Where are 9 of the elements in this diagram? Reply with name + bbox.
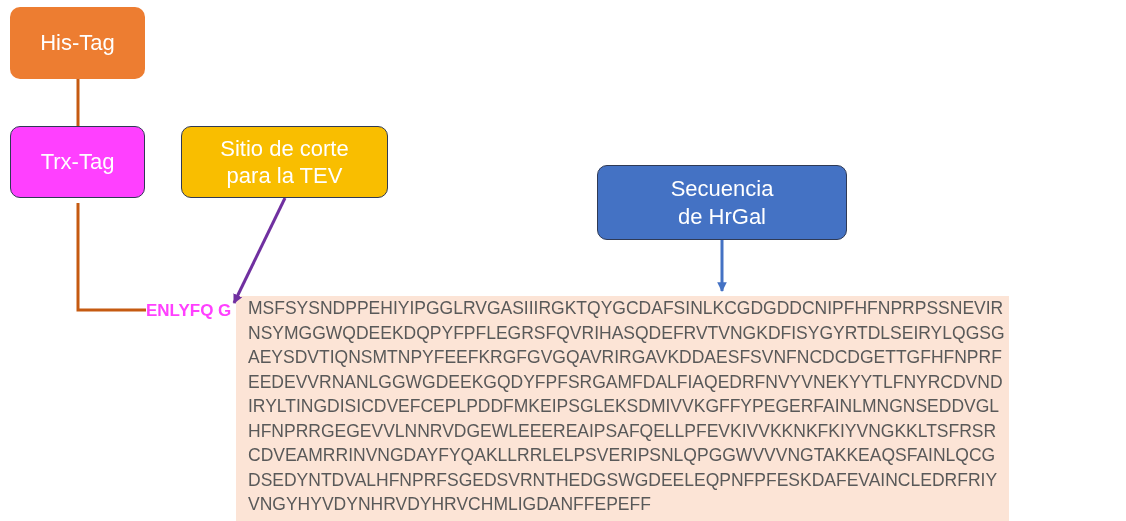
callout-box: Sitio de corte para la TEV: [181, 126, 388, 198]
connector-line: [76, 79, 80, 126]
arrow: [232, 197, 287, 304]
tag-box: His-Tag: [10, 7, 145, 79]
sequence-panel: MSFSYSNDPPEHIYIPGGLRVGASIIIRGKTQYGCDAFSINLKCGDGDDCNIPFHFNPRPSSNEVIR NSYMGGWQDEEKDQPYFPFLEGRSFQVRIHASQDEFRVTVNGKDFISYGYRTDLSEIRYLQGSG AEYSDVTIQNSMTNPYFEEFKRGFGVGQAVRIRGAVKDDAESFSVNFNCDCDGETTGFHFNPRF EEDEVVRNANLGGWGDEEKGQDYFPFSRGAMFDALFIAQEDRFNVYVNEKYYTLFNYRCDVND IRYLTINGDISICDVEFCEPLPDDFMKEIPSGLEKSDMIVVKGFFYPEGERFAINLMNGNSEDDVGL HFNPRRGEGEVVLNNRVDGEWLEEEREAIPSAFQELLPFEVKIVVKKNKFKIYVNGKKLTSFRSR CDVEAMRRINVNGDAYFYQAKLLRRLELPSVERIPSNLQPGGWVVVNGTAKKEAQSFAINLQCG DSEDYNTDVALHFNPRFSGEDSVRNTHEDGSWGDEELEQPNFPFESKDAFEVAINCLEDRFRIY VNGYHYVDYNHRVDYHRVCHMLIGDANFFEPEFF: [236, 296, 1009, 521]
heading-box: Secuencia de HrGal: [597, 165, 847, 240]
tag-box: Trx-Tag: [10, 126, 145, 198]
connector-line: [76, 203, 146, 312]
arrow: [717, 240, 727, 292]
